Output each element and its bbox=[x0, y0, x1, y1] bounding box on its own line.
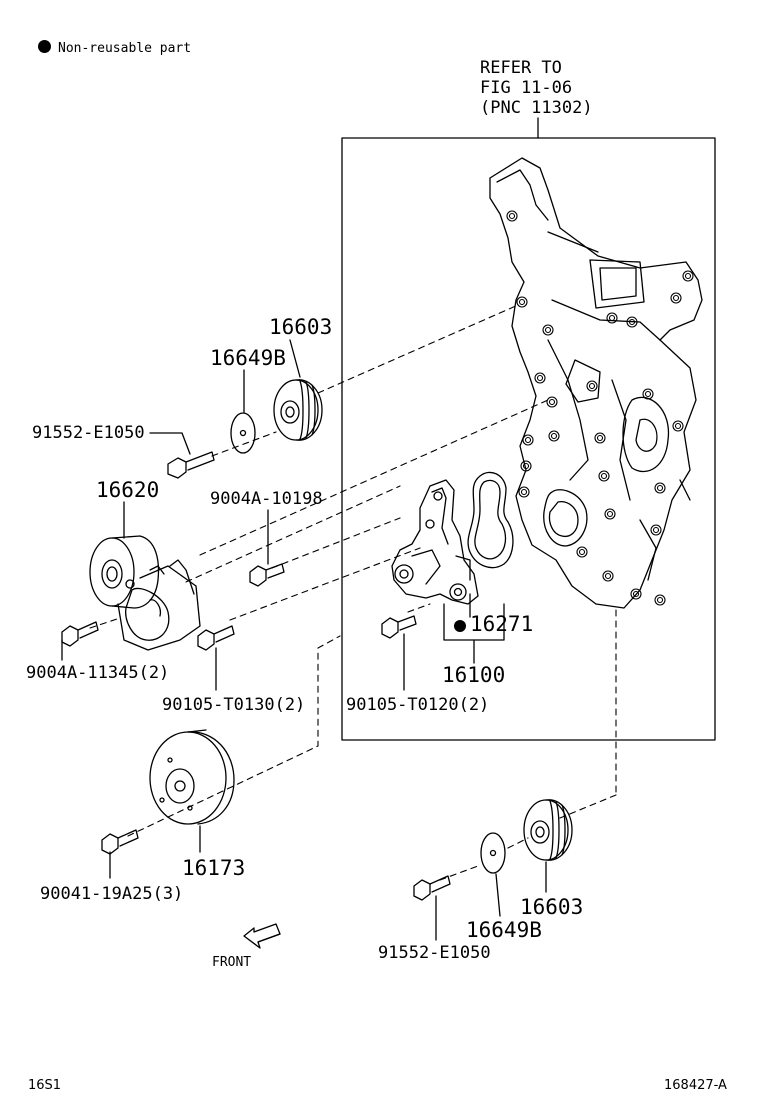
bolt-9004a-10198 bbox=[250, 564, 284, 586]
gasket bbox=[468, 472, 513, 567]
reference-line-2: FIG 11-06 bbox=[480, 78, 573, 98]
bolt-9004a-11345 bbox=[62, 622, 98, 646]
part-label-90041: 90041-19A25(3) bbox=[40, 884, 184, 904]
part-label-16620: 16620 bbox=[96, 478, 160, 502]
part-label-16271: 16271 bbox=[454, 614, 533, 635]
legend: Non-reusable part bbox=[38, 40, 191, 55]
timing-chain-cover bbox=[490, 158, 702, 608]
part-label-90105-t0120: 90105-T0120(2) bbox=[346, 695, 490, 715]
part-label-9004a-11345: 9004A-11345(2) bbox=[26, 663, 170, 683]
part-label-16173: 16173 bbox=[182, 856, 246, 880]
reference-line-1: REFER TO bbox=[480, 58, 562, 78]
plate-lower bbox=[481, 833, 505, 873]
part-label-90105-t0130: 90105-T0130(2) bbox=[162, 695, 306, 715]
crankshaft-pulley bbox=[150, 730, 234, 824]
legend-text: Non-reusable part bbox=[58, 41, 192, 56]
part-label-9004a-10198: 9004A-10198 bbox=[210, 489, 323, 509]
part-label-16603-lower: 16603 bbox=[520, 895, 584, 919]
leader-16603-upper bbox=[290, 340, 300, 377]
water-pump bbox=[392, 480, 478, 604]
part-label-16649b-upper: 16649B bbox=[210, 346, 286, 370]
part-label-91552-upper: 91552-E1050 bbox=[32, 423, 145, 443]
bolt-90105-t0120 bbox=[382, 616, 416, 638]
leader-91552-upper bbox=[150, 433, 190, 454]
part-label-91552-lower: 91552-E1050 bbox=[378, 943, 491, 963]
tensioner-assembly bbox=[90, 536, 200, 650]
bolt-upper bbox=[168, 452, 214, 478]
reference-line-3: (PNC 11302) bbox=[480, 98, 593, 118]
plate-upper bbox=[231, 413, 255, 453]
part-label-16649b-lower: 16649B bbox=[466, 918, 542, 942]
timing-cover-frame bbox=[342, 138, 715, 740]
front-label: FRONT bbox=[212, 955, 252, 970]
footer-left-code: 16S1 bbox=[28, 1078, 62, 1093]
part-label-16603-upper: 16603 bbox=[269, 315, 333, 339]
idler-pulley-upper bbox=[274, 380, 322, 440]
leader-16649b-lower bbox=[496, 874, 500, 916]
bolt-90041 bbox=[102, 830, 138, 854]
part-label-16100: 16100 bbox=[442, 663, 506, 687]
front-arrow-icon bbox=[244, 924, 280, 948]
part-label-16271-text: 16271 bbox=[470, 612, 534, 636]
idler-pulley-lower bbox=[524, 800, 572, 860]
alignment-lines bbox=[90, 305, 616, 880]
footer-right-code: 168427-A bbox=[664, 1078, 727, 1093]
bolt-lower bbox=[414, 876, 450, 900]
non-reusable-dot-icon bbox=[38, 40, 51, 53]
non-reusable-marker-icon bbox=[454, 620, 466, 632]
bolt-90105-t0130 bbox=[198, 626, 234, 650]
